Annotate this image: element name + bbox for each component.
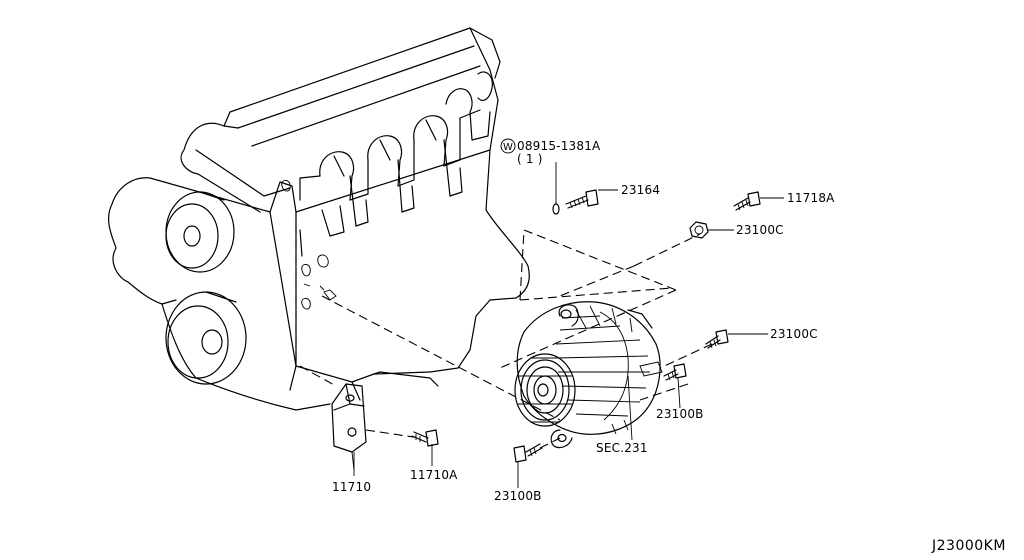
diagram-code: J23000KM [931,538,1006,554]
label-bolt-23100b-lower: 23100B [494,489,542,503]
bracket-11710 [331,383,367,471]
engine-block [108,27,530,411]
bolt-23100c-right [705,329,729,349]
bolt-23164 [552,189,599,215]
leader-lines [353,162,784,488]
alternator [514,301,663,449]
washer-marker: W [503,142,513,153]
nut-23100c-upper [689,221,709,239]
bolt-23100b-lower [513,443,543,463]
label-bracket-11710: 11710 [332,480,371,494]
engine-pulleys [165,191,247,385]
label-bolt-11710a: 11710A [410,468,458,482]
label-washer-qty: ( 1 ) [517,152,543,166]
label-nut-23100c: 23100C [736,223,784,237]
bolt-11718a [733,191,761,211]
label-bolt-11718a: 11718A [787,191,835,205]
label-alternator-section: SEC.231 [596,441,648,455]
label-bolt-23100c: 23100C [770,327,818,341]
label-bolt-23164: 23164 [621,183,660,197]
installation-lines [295,212,713,449]
label-washer-part: 08915-1381A [517,139,601,153]
bolt-11710a [411,429,439,447]
bolt-23100b-right [663,363,687,381]
washer-marker-circle [500,138,516,154]
label-bolt-23100b-right: 23100B [656,407,704,421]
part-labels: W 08915-1381A ( 1 ) 23164 11718A 23100C … [332,138,835,503]
